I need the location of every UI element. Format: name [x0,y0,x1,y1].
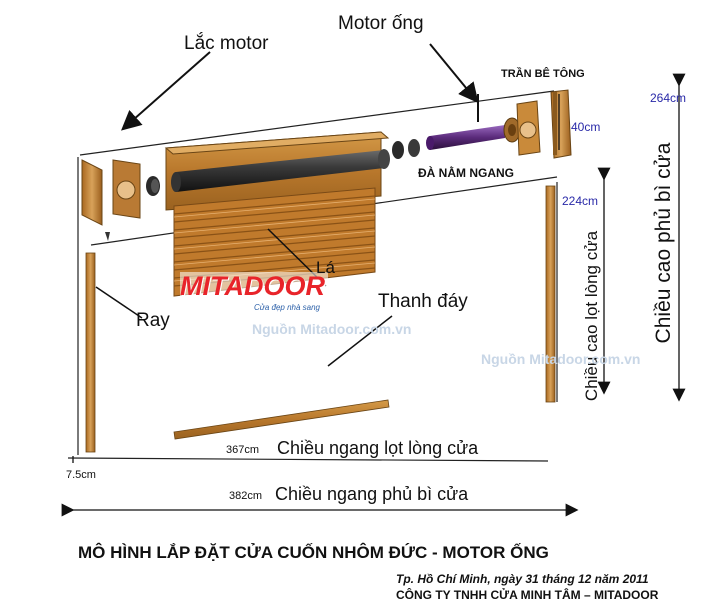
brand-badge-shape [180,272,328,306]
bottom-bar [173,399,390,440]
company-name: CÔNG TY TNHH CỬA MINH TÂM – MITADOOR [396,588,659,602]
chieu-ngang-lot-long-label: Chiều ngang lọt lòng cửa [277,438,479,458]
thanh-day-label: Thanh đáy [378,291,468,312]
date-line: Tp. Hồ Chí Minh, ngày 31 tháng 12 năm 20… [396,572,649,586]
source-watermark-1: Nguồn Mitadoor.com.vn [252,321,412,337]
right-end-bracket [516,89,572,159]
motor-ong-label: Motor ống [338,13,424,34]
chieu-cao-lot-long-label: Chiều cao lọt lòng cửa [582,230,601,402]
page-title: MÔ HÌNH LẮP ĐẶT CỬA CUỐN NHÔM ĐỨC - MOTO… [78,543,549,562]
la-label: Lá [316,258,335,277]
chieu-cao-phu-bi-label: Chiều cao phủ bì cửa [652,142,675,344]
guide-rails [85,185,556,453]
left-bearing [146,176,160,196]
dim-382: 382cm [229,490,263,502]
source-watermark-2: Nguồn Mitadoor.com.vn [481,351,641,367]
mitadoor-tagline: Cửa đẹp nhà sang [254,303,321,312]
roller-tube [171,149,390,192]
dim-7-5: 7.5cm [66,469,96,481]
chieu-ngang-phu-bi-label: Chiều ngang phủ bì cửa [275,484,469,504]
lac-motor-label: Lắc motor [184,33,269,54]
pointer-arrows [95,43,479,367]
tran-be-tong-label: TRẦN BÊ TÔNG [501,68,585,80]
ray-label: Ray [136,310,170,331]
da-nam-ngang-label: ĐÀ NẰM NGANG [418,166,514,180]
dim-40: 40cm [571,120,601,134]
dim-367: 367cm [226,444,260,456]
right-bearings [392,139,420,159]
mitadoor-logo: MITADOOR [180,271,325,301]
dim-264: 264cm [650,91,687,105]
tubular-motor [426,117,521,150]
dimension-lines [61,73,686,517]
left-end-plate [81,159,141,241]
dim-224: 224cm [562,194,599,208]
